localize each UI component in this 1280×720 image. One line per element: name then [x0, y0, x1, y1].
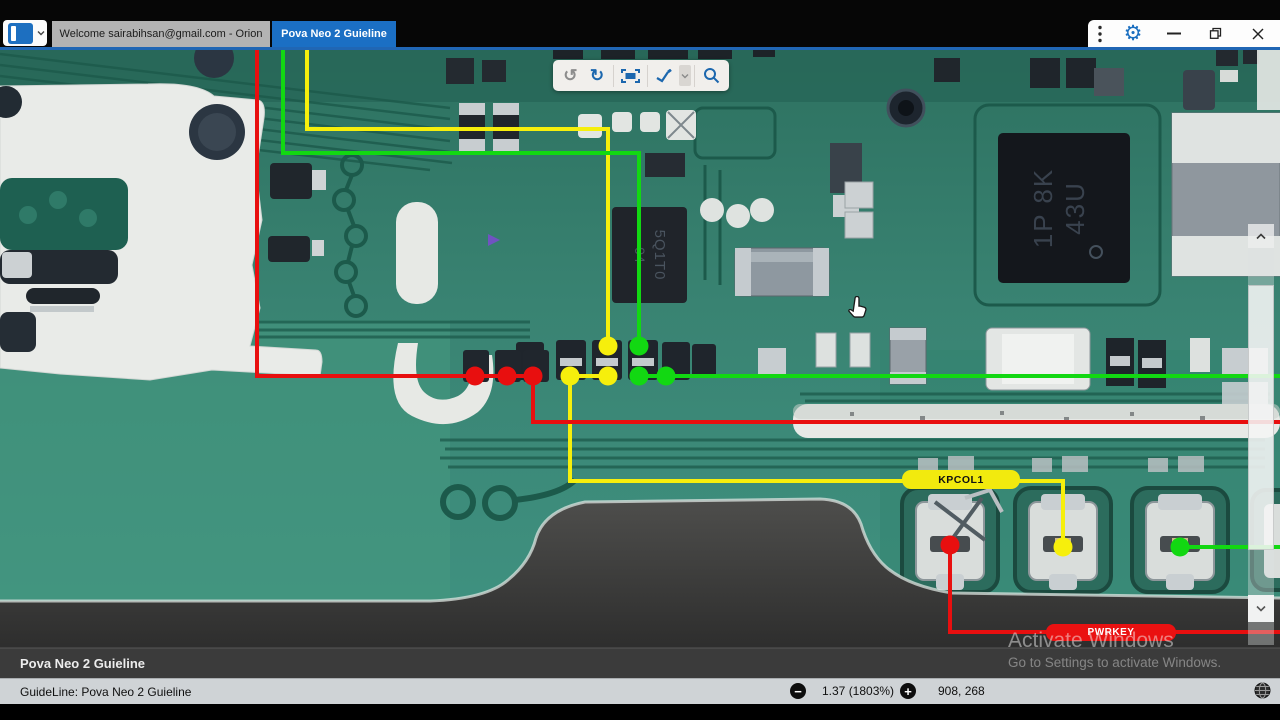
app-logo-icon [8, 22, 33, 44]
guideline-status-text: GuideLine: Pova Neo 2 Guieline [20, 684, 192, 699]
pcb-guideline-viewer[interactable]: 5Q1T0 94 1P 8K 43U [0, 50, 1280, 678]
purple-marker [488, 234, 500, 246]
image-caption: Pova Neo 2 Guieline [20, 655, 145, 671]
rotate-ccw-icon[interactable]: ↺ [563, 65, 578, 85]
tab-label: Pova Neo 2 Guieline [281, 28, 387, 40]
zoom-out-button[interactable]: − [790, 683, 806, 699]
minimize-button[interactable] [1154, 20, 1194, 47]
toolbar-separator [694, 64, 696, 87]
rotate-cw-icon[interactable]: ↻ [589, 65, 605, 85]
tab-welcome-orion[interactable]: Welcome sairabihsan@gmail.com - Orion [52, 21, 270, 47]
search-icon[interactable] [698, 62, 725, 89]
pcb-image: 5Q1T0 94 1P 8K 43U [0, 50, 1280, 678]
trace-rings [332, 103, 1162, 521]
fit-to-screen-icon[interactable] [617, 62, 644, 89]
window-controls: ⚙ [1088, 20, 1280, 47]
metal-shield [0, 50, 323, 381]
viewer-toolbar: ↺ ↻ [553, 60, 729, 91]
kpcol1-label[interactable]: KPCOL1 [902, 470, 1020, 489]
annotate-dropdown-button[interactable] [678, 65, 692, 86]
zoom-level-value: 1.37 (1803%) [822, 684, 895, 698]
svg-text:43U: 43U [1060, 181, 1090, 235]
tab-pova-neo-2-guideline[interactable]: Pova Neo 2 Guieline [272, 21, 396, 47]
hand-cursor [846, 295, 868, 325]
chevron-down-icon [37, 31, 45, 36]
pwrkey-label[interactable]: PWRKEY [1046, 624, 1176, 641]
app-menu-button[interactable] [3, 20, 47, 46]
globe-icon[interactable] [1254, 682, 1271, 704]
label-text: KPCOL1 [938, 473, 984, 486]
taskbar-strip [0, 704, 1280, 720]
scrollbar-thumb[interactable] [1248, 285, 1274, 550]
label-text: PWRKEY [1087, 627, 1135, 638]
tab-accent-rule [0, 47, 1280, 50]
trace-bundle-center [255, 320, 1270, 469]
activate-windows-watermark: Activate Windows [1008, 629, 1174, 652]
kebab-menu-icon[interactable] [1088, 20, 1112, 47]
chip-5q1t0: 5Q1T0 94 [612, 207, 687, 303]
cursor-coordinates: 908, 268 [938, 684, 985, 698]
status-bar: GuideLine: Pova Neo 2 Guieline [0, 678, 1280, 704]
settings-gear-icon[interactable]: ⚙ [1123, 22, 1143, 45]
svg-text:5Q1T0: 5Q1T0 [651, 230, 668, 281]
zoom-in-button[interactable]: + [900, 683, 916, 699]
tab-label: Welcome sairabihsan@gmail.com - Orion [59, 28, 263, 40]
chip-1p8k43u: 1P 8K 43U [998, 133, 1130, 283]
toolbar-separator [646, 64, 648, 87]
close-button[interactable] [1236, 20, 1280, 47]
annotate-pen-icon[interactable] [651, 62, 678, 89]
title-bar: Welcome sairabihsan@gmail.com - Orion Po… [0, 0, 1280, 47]
scrollbar-up-button[interactable] [1248, 224, 1274, 248]
scrollbar-down-button[interactable] [1248, 595, 1274, 622]
activate-windows-subtext: Go to Settings to activate Windows. [1008, 655, 1222, 670]
restore-button[interactable] [1194, 20, 1236, 47]
svg-text:1P 8K: 1P 8K [1028, 168, 1058, 248]
smd-components [268, 50, 1280, 425]
toolbar-separator [613, 64, 615, 87]
